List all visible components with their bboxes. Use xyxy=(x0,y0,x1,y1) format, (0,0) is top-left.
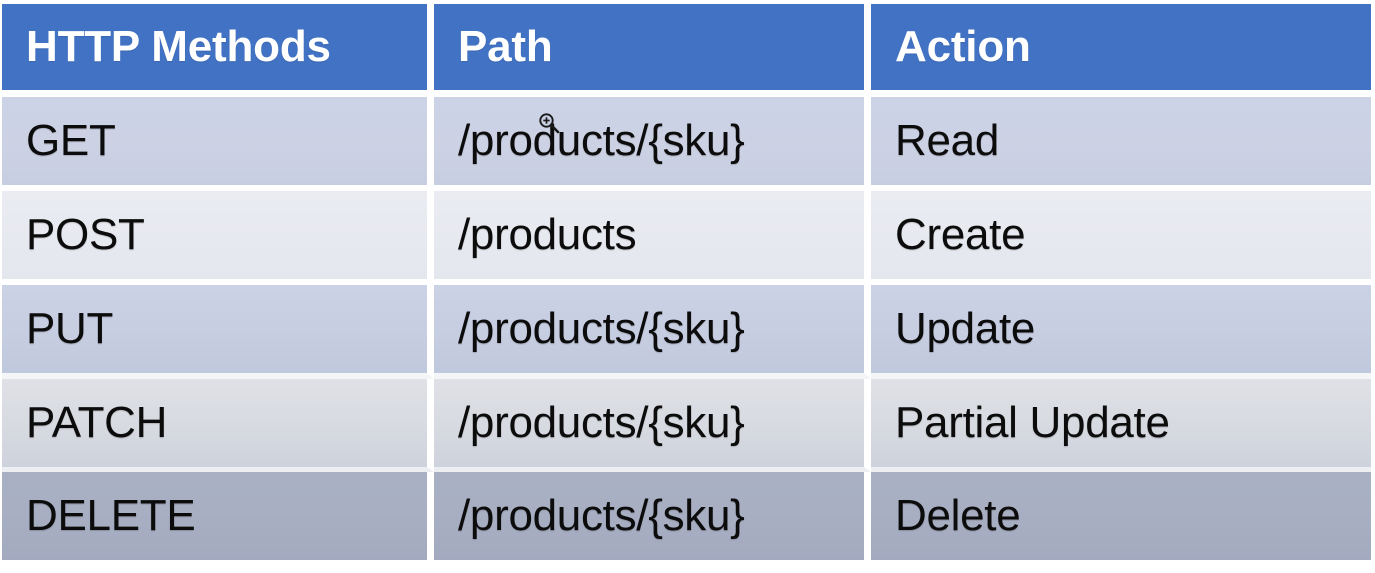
cell-action: Read xyxy=(871,97,1371,191)
cell-path: /products/{sku} xyxy=(434,285,871,379)
table-body: GET /products/{sku} Read POST /products … xyxy=(2,97,1371,560)
cell-method: DELETE xyxy=(2,472,434,560)
column-header-http-methods: HTTP Methods xyxy=(2,4,434,97)
http-methods-table: HTTP Methods Path Action GET /products/{… xyxy=(2,4,1371,560)
cell-action: Create xyxy=(871,191,1371,285)
cell-method: PATCH xyxy=(2,379,434,472)
table-row: POST /products Create xyxy=(2,191,1371,285)
cell-method: PUT xyxy=(2,285,434,379)
column-header-path: Path xyxy=(434,4,871,97)
cell-action: Update xyxy=(871,285,1371,379)
cell-path: /products/{sku} xyxy=(434,379,871,472)
cell-path: /products/{sku} xyxy=(434,472,871,560)
cell-method: POST xyxy=(2,191,434,285)
cell-method: GET xyxy=(2,97,434,191)
cell-action: Partial Update xyxy=(871,379,1371,472)
table-row: GET /products/{sku} Read xyxy=(2,97,1371,191)
cell-path: /products/{sku} xyxy=(434,97,871,191)
table-row: DELETE /products/{sku} Delete xyxy=(2,472,1371,560)
cell-path: /products xyxy=(434,191,871,285)
column-header-action: Action xyxy=(871,4,1371,97)
cell-action: Delete xyxy=(871,472,1371,560)
table-header: HTTP Methods Path Action xyxy=(2,4,1371,97)
table-row: PUT /products/{sku} Update xyxy=(2,285,1371,379)
table-header-row: HTTP Methods Path Action xyxy=(2,4,1371,97)
table-row: PATCH /products/{sku} Partial Update xyxy=(2,379,1371,472)
